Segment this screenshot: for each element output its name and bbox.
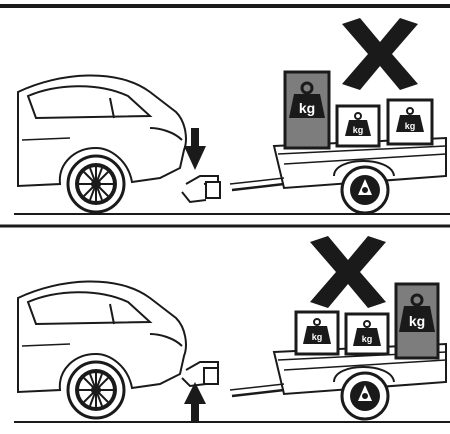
bottom-panel: kg kg kg — [0, 224, 450, 423]
arrow-up-icon — [184, 382, 206, 422]
kg-weight-icon: kg — [283, 70, 331, 150]
kg-weight-icon: kg — [335, 104, 381, 148]
tow-hitch — [181, 361, 219, 388]
top-panel: kg kg kg — [0, 4, 450, 215]
trailer-illustration — [228, 136, 448, 215]
kg-weight-icon: kg — [294, 310, 340, 356]
kg-weight-icon: kg — [394, 282, 440, 360]
tow-hitch — [181, 175, 221, 204]
x-mark-icon — [310, 236, 386, 308]
weight-label-small-right: kg — [405, 121, 416, 131]
car-illustration — [16, 279, 188, 420]
car-illustration — [16, 73, 188, 214]
weight-label-small-left: kg — [312, 332, 323, 342]
x-mark-icon — [342, 18, 418, 90]
weight-label-small-left: kg — [353, 125, 364, 135]
arrow-down-icon — [184, 128, 206, 170]
weight-label-large: kg — [409, 313, 425, 329]
kg-weight-icon: kg — [344, 312, 390, 356]
weight-label-small-right: kg — [362, 334, 373, 344]
weight-label-large: kg — [299, 100, 315, 116]
kg-weight-icon: kg — [386, 98, 434, 146]
